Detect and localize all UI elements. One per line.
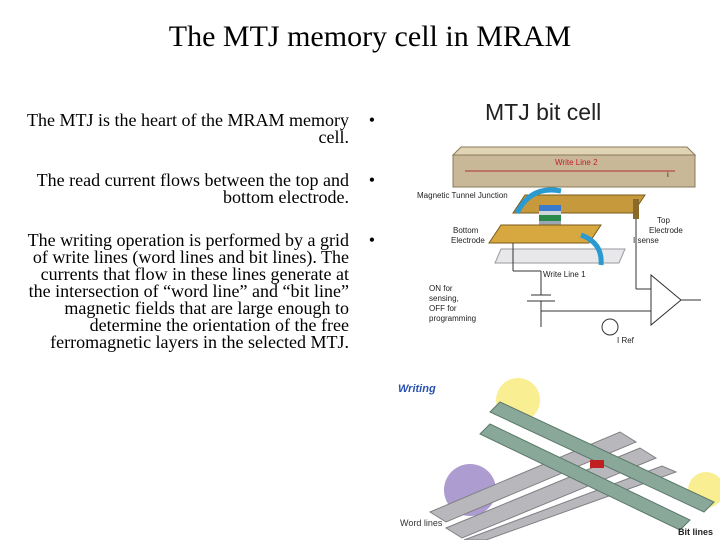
write-line-1-label: Write Line 1 xyxy=(543,270,586,279)
bit-lines-label: Bit lines xyxy=(678,527,713,537)
bullet-list: • The MTJ is the heart of the MRAM memor… xyxy=(20,110,385,377)
field-arrow-icon xyxy=(580,232,604,266)
transistor-label: programming xyxy=(429,314,476,323)
bit-line xyxy=(479,423,691,531)
bullet-text: The writing operation is performed by a … xyxy=(27,230,349,352)
sense-amplifier xyxy=(650,273,682,327)
i-symbol-label: i xyxy=(667,170,669,179)
bottom-electrode-label: Electrode xyxy=(451,236,485,245)
mtj-fixed-layer xyxy=(539,215,561,221)
bullet-item: • The writing operation is performed by … xyxy=(20,230,385,352)
bullet-dot: • xyxy=(368,230,375,250)
write-grid-diagram: Writing Word lines Bit lines xyxy=(398,378,720,541)
bottom-electrode xyxy=(488,224,602,244)
reference-source xyxy=(601,318,619,336)
writing-label: Writing xyxy=(398,383,436,395)
bullet-dot: • xyxy=(368,170,375,190)
write-line-1-bar xyxy=(494,248,626,264)
mtj-diagram: Write Line 2 i Write Line 1 Magnetic Tun… xyxy=(417,146,701,345)
mtj-label: Magnetic Tunnel Junction xyxy=(417,191,508,200)
top-electrode-label: Electrode xyxy=(649,226,683,235)
write-grid-figure: Writing Word lines Bit lines xyxy=(390,372,720,541)
bit-line xyxy=(489,401,715,513)
bullet-text: The MTJ is the heart of the MRAM memory … xyxy=(27,110,349,147)
top-electrode-label: Top xyxy=(657,216,670,225)
transistor-label: OFF for xyxy=(429,304,457,313)
field-arrow-icon xyxy=(514,187,562,215)
mtj-bit-cell-figure: MTJ bit cell Write Line 2 i Write Line 1… xyxy=(405,95,705,375)
transistor-label: sensing, xyxy=(429,294,459,303)
bullet-item: • The read current flows between the top… xyxy=(20,170,385,207)
selected-mtj xyxy=(590,460,604,468)
transistor-label: ON for xyxy=(429,284,453,293)
slide-title: The MTJ memory cell in MRAM xyxy=(168,20,572,53)
bullet-text: The read current flows between the top a… xyxy=(36,170,349,207)
write-line-2-label: Write Line 2 xyxy=(555,158,598,167)
bullet-dot: • xyxy=(368,110,375,130)
mtj-free-layer xyxy=(539,205,561,211)
bullet-item: • The MTJ is the heart of the MRAM memor… xyxy=(20,110,385,147)
bottom-electrode-label: Bottom xyxy=(453,226,479,235)
figure-title: MTJ bit cell xyxy=(485,99,602,125)
word-lines-label: Word lines xyxy=(400,518,443,528)
i-ref-label: I Ref xyxy=(617,336,635,345)
i-sense-label: I sense xyxy=(633,236,659,245)
